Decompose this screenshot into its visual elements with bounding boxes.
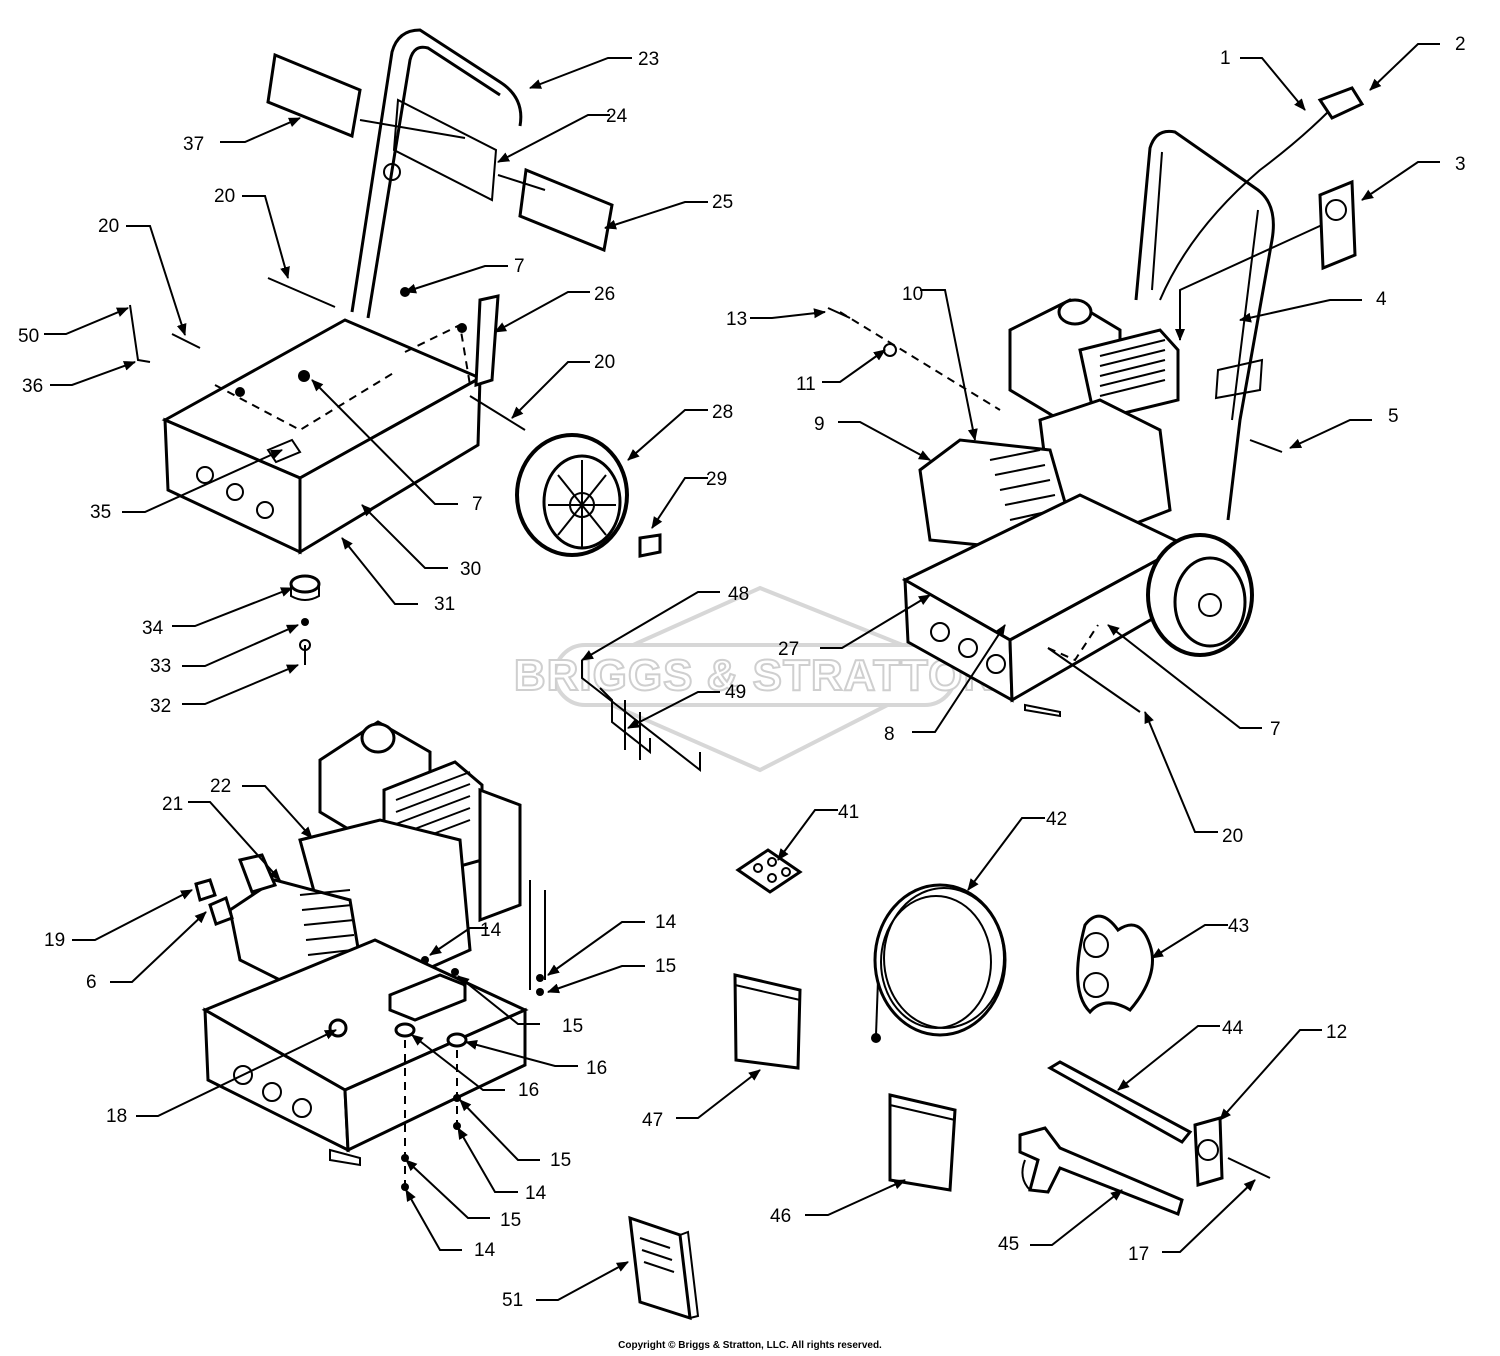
- callout-14-bottom: 14: [474, 1240, 496, 1261]
- nozzle-plate-12: [1193, 1116, 1224, 1187]
- callout-7-right: 7: [1270, 719, 1281, 740]
- callout-49: 49: [725, 682, 746, 703]
- callout-33: 33: [150, 656, 171, 677]
- callout-24: 24: [606, 106, 628, 127]
- parts-bag-46: [888, 1093, 957, 1192]
- spray-wand-44: [1047, 1060, 1193, 1144]
- callout-48: 48: [728, 584, 749, 605]
- callout-5: 5: [1388, 406, 1399, 427]
- callout-26: 26: [594, 284, 615, 305]
- tag-3: [1318, 179, 1357, 271]
- callout-29: 29: [706, 469, 727, 490]
- callout-22: 22: [210, 776, 231, 797]
- callout-2: 2: [1455, 34, 1466, 55]
- callout-15-right: 15: [655, 956, 676, 977]
- callout-15-lower: 15: [550, 1150, 571, 1171]
- spray-nozzle-2: [1317, 86, 1365, 120]
- callout-15-center: 15: [562, 1016, 583, 1037]
- callout-23: 23: [638, 49, 659, 70]
- callout-12: 12: [1326, 1022, 1347, 1043]
- callout-31: 31: [434, 594, 455, 615]
- copyright-notice: Copyright © Briggs & Stratton, LLC. All …: [618, 1340, 882, 1351]
- nozzle-tips-41: [735, 848, 803, 894]
- callout-6: 6: [86, 972, 97, 993]
- callout-1: 1: [1220, 48, 1231, 69]
- callout-4: 4: [1376, 289, 1387, 310]
- callout-42: 42: [1046, 809, 1067, 830]
- callout-8: 8: [884, 724, 895, 745]
- callout-28: 28: [712, 402, 733, 423]
- callout-41: 41: [838, 802, 859, 823]
- callout-14-right: 14: [655, 912, 677, 933]
- brand-watermark-logo: BRIGGS & STRATTON: [513, 585, 996, 773]
- callout-35: 35: [90, 502, 111, 523]
- callout-3: 3: [1455, 154, 1466, 175]
- assembled-unit-view: [827, 86, 1365, 718]
- hub-cap-29: [638, 533, 662, 558]
- engine-pump-assembly: [194, 720, 546, 1191]
- callout-21: 21: [162, 794, 183, 815]
- callout-30: 30: [460, 559, 481, 580]
- frame-and-handle-assembly: [129, 28, 662, 665]
- handle-tube-26: [474, 294, 500, 388]
- callout-10: 10: [902, 284, 923, 305]
- callout-44: 44: [1222, 1018, 1244, 1039]
- decal-37: [266, 52, 362, 139]
- callout-32: 32: [150, 696, 171, 717]
- callout-14-lower: 14: [525, 1183, 547, 1204]
- callout-47: 47: [642, 1110, 663, 1131]
- wheel-28: [515, 433, 629, 557]
- callout-51: 51: [502, 1290, 523, 1311]
- callout-20-left: 20: [98, 216, 119, 237]
- decal-25: [518, 167, 614, 253]
- callout-34: 34: [142, 618, 164, 639]
- callout-7-top: 7: [514, 256, 525, 277]
- callout-20-top: 20: [214, 186, 235, 207]
- callout-11: 11: [796, 374, 816, 395]
- callout-20-right: 20: [1222, 826, 1243, 847]
- accessories: [628, 848, 1271, 1321]
- callout-19: 19: [44, 930, 65, 951]
- callout-27: 27: [778, 639, 799, 660]
- callout-37: 37: [183, 134, 204, 155]
- callout-14-center: 14: [480, 920, 502, 941]
- callouts: 1 2 3 4 5 13 10 11 9 48 49 27 8 7 20 23 …: [18, 34, 1466, 1311]
- callout-25: 25: [712, 192, 733, 213]
- spray-gun-45: [1018, 1126, 1184, 1216]
- wheel-right: [1146, 533, 1254, 657]
- callout-16-left: 16: [518, 1080, 539, 1101]
- callout-46: 46: [770, 1206, 791, 1227]
- callout-36: 36: [22, 376, 43, 397]
- hose-coil-42: [871, 883, 1007, 1043]
- callout-18: 18: [106, 1106, 127, 1127]
- callout-50: 50: [18, 326, 39, 347]
- hose-clip-43: [1076, 914, 1154, 1015]
- callout-15-bottom: 15: [500, 1210, 521, 1231]
- callout-17: 17: [1128, 1244, 1149, 1265]
- callout-20-mid: 20: [594, 352, 615, 373]
- watermark-text: BRIGGS & STRATTON: [514, 651, 996, 700]
- parts-bag-47: [733, 973, 802, 1070]
- callout-16-right: 16: [586, 1058, 607, 1079]
- callout-43: 43: [1228, 916, 1249, 937]
- callout-13: 13: [726, 309, 747, 330]
- callout-9: 9: [814, 414, 825, 435]
- callout-45: 45: [998, 1234, 1019, 1255]
- callout-7-mid: 7: [472, 494, 483, 515]
